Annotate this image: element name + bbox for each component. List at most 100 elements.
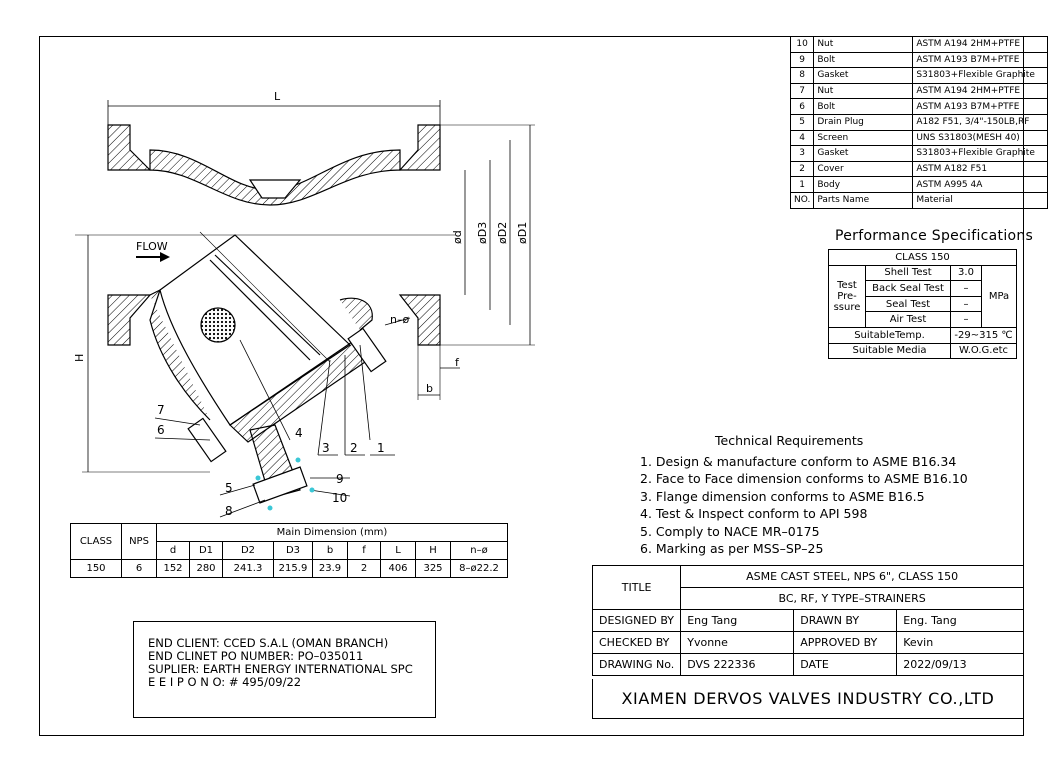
flow-label: FLOW	[136, 240, 168, 253]
dim-column-value: 280	[189, 559, 223, 578]
parts-header-no: NO.	[789, 191, 815, 209]
dim-column-header: d	[156, 541, 190, 560]
parts-row-name: Cover	[813, 160, 914, 178]
client-line: SUPLIER: EARTH ENERGY INTERNATIONAL SPC	[148, 662, 413, 676]
drawn-label: DRAWN BY	[793, 609, 898, 632]
parts-row-no: 3	[789, 145, 815, 162]
date-value: 2022/09/13	[896, 653, 1024, 676]
drawing-no-value: DVS 222336	[680, 653, 795, 676]
dim-column-value: 8–ø22.2	[450, 559, 508, 578]
dim-column-header: n–ø	[450, 541, 508, 560]
parts-header-row: NO. Parts Name Material	[789, 191, 1049, 209]
dim-column-header: D1	[189, 541, 223, 560]
approved-value: Kevin	[896, 631, 1024, 654]
approved-label: APPROVED BY	[793, 631, 898, 654]
callout-6: 6	[157, 423, 165, 437]
parts-row-material: ASTM A193 B7M+PTFE	[912, 51, 1049, 69]
parts-row-name: Screen	[813, 129, 914, 147]
dim-column-value: 152	[156, 559, 190, 578]
perf-test-value: 3.0	[950, 264, 982, 282]
parts-row-no: 9	[789, 51, 815, 69]
parts-header-name: Parts Name	[813, 191, 914, 209]
dim-column-value: 2	[347, 559, 381, 578]
parts-row-name: Bolt	[813, 98, 914, 115]
callout-3: 3	[322, 441, 330, 455]
title-line-1: ASME CAST STEEL, NPS 6", CLASS 150	[680, 565, 1024, 588]
parts-row-name: Nut	[813, 36, 914, 53]
perf-test-label: Test Pre- ssure	[828, 264, 866, 328]
callout-5: 5	[225, 481, 233, 495]
technical-item: 4. Test & Inspect conform to API 598	[640, 506, 868, 521]
dim-D2-label: øD2	[496, 222, 509, 244]
parts-row-material: ASTM A194 2HM+PTFE	[912, 36, 1049, 53]
dim-class-value: 150	[70, 559, 122, 578]
parts-header-material: Material	[912, 191, 1049, 209]
title-line-2: BC, RF, Y TYPE–STRAINERS	[680, 587, 1024, 610]
perf-temp-value: -29~315 ℃	[950, 326, 1017, 344]
dim-column-value: 325	[415, 559, 451, 578]
technical-item: 1. Design & manufacture conform to ASME …	[640, 453, 957, 469]
title-label: TITLE	[591, 565, 682, 610]
client-line: E E I P O N O: # 495/09/22	[148, 675, 302, 689]
drawing-frame	[39, 36, 1024, 736]
dim-H-label: H	[73, 354, 86, 362]
technical-item: 2. Face to Face dimension conforms to AS…	[640, 471, 968, 486]
parts-row-no: 10	[789, 36, 815, 53]
perf-unit: MPa	[981, 264, 1017, 328]
dim-column-header: H	[415, 541, 451, 560]
perf-test-name: Shell Test	[865, 264, 951, 282]
parts-row-no: 2	[789, 160, 815, 178]
performance-table: CLASS 150 Test Pre- ssure Shell Test 3.0…	[828, 249, 1017, 360]
perf-class: CLASS 150	[828, 249, 1017, 266]
callout-4: 4	[295, 426, 303, 440]
parts-row-name: Nut	[813, 82, 914, 100]
date-label: DATE	[793, 653, 898, 676]
perf-test-value: –	[950, 311, 982, 328]
parts-row-no: 4	[789, 129, 815, 147]
parts-row-name: Bolt	[813, 51, 914, 69]
callout-9: 9	[336, 472, 344, 486]
parts-row-material: ASTM A193 B7M+PTFE	[912, 98, 1049, 115]
perf-test-name: Air Test	[865, 311, 951, 328]
dim-class-header: CLASS	[70, 523, 122, 560]
dim-n-label: n–ø	[390, 313, 409, 326]
technical-item: 5. Comply to NACE MR–0175	[640, 523, 820, 539]
dim-L-label: L	[274, 90, 281, 103]
perf-test-name: Seal Test	[865, 295, 951, 313]
callout-10: 10	[332, 491, 347, 505]
parts-row-material: A182 F51, 3/4"-150LB,RF	[912, 113, 1049, 131]
parts-row-name: Gasket	[813, 145, 914, 162]
dim-column-header: b	[312, 541, 348, 560]
dim-column-header: L	[380, 541, 416, 560]
designed-label: DESIGNED BY	[591, 609, 682, 632]
drawn-value: Eng. Tang	[896, 609, 1024, 632]
parts-row-material: ASTM A182 F51	[912, 160, 1049, 178]
dim-column-value: 215.9	[273, 559, 313, 578]
dim-column-header: D3	[273, 541, 313, 560]
dim-b-label: b	[426, 382, 433, 395]
parts-row-no: 7	[789, 82, 815, 100]
dim-column-header: f	[347, 541, 381, 560]
parts-row-name: Drain Plug	[813, 113, 914, 131]
client-line: END CLIENT: CCED S.A.L (OMAN BRANCH)	[148, 636, 389, 650]
parts-row-material: S31803+Flexible Graphite	[912, 67, 1049, 84]
technical-item: 6. Marking as per MSS–SP–25	[640, 541, 824, 556]
parts-row-material: ASTM A194 2HM+PTFE	[912, 82, 1049, 100]
parts-row-name: Body	[813, 176, 914, 193]
company-name: XIAMEN DERVOS VALVES INDUSTRY CO.,LTD	[592, 679, 1024, 719]
perf-test-value: –	[950, 280, 982, 297]
technical-requirements: Technical Requirements 1. Design & manuf…	[640, 432, 968, 558]
dim-nps-value: 6	[121, 559, 157, 578]
dim-column-header: D2	[222, 541, 274, 560]
perf-test-name: Back Seal Test	[865, 280, 951, 297]
parts-row-no: 1	[789, 176, 815, 193]
